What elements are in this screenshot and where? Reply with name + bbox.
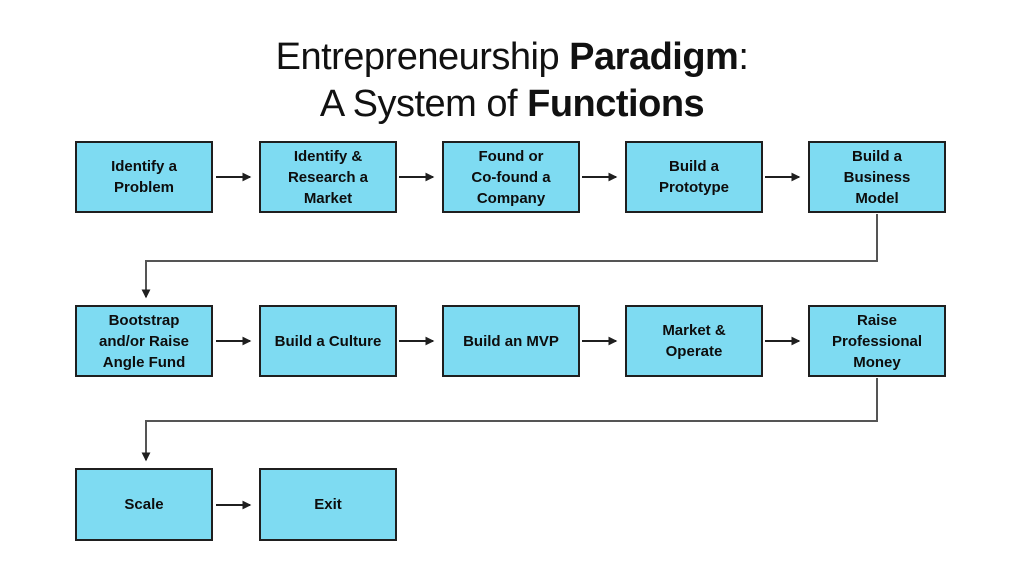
title-line1: Entrepreneurship Paradigm: [0, 34, 1024, 81]
flow-box-build-prototype: Build a Prototype [625, 141, 763, 213]
flow-box-bootstrap-fund: Bootstrap and/or Raise Angle Fund [75, 305, 213, 377]
elbow-row2-to-row3 [141, 378, 878, 462]
title-line1-bold: Paradigm [569, 36, 739, 78]
flow-box-business-model: Build a Business Model [808, 141, 946, 213]
flow-box-market-operate: Market & Operate [625, 305, 763, 377]
flow-box-found-company: Found or Co-found a Company [442, 141, 580, 213]
slide-title: Entrepreneurship Paradigm: A System of F… [0, 34, 1024, 128]
flow-box-scale: Scale [75, 468, 213, 541]
flow-box-raise-money: Raise Professional Money [808, 305, 946, 377]
flow-box-build-mvp: Build an MVP [442, 305, 580, 377]
title-line1-colon: : [738, 36, 749, 78]
title-line2-bold: Functions [527, 83, 705, 125]
title-line2-regular: A System of [319, 83, 528, 125]
flow-box-research-market: Identify & Research a Market [259, 141, 397, 213]
flow-box-exit: Exit [259, 468, 397, 541]
title-line2: A System of Functions [0, 81, 1024, 128]
title-line1-regular: Entrepreneurship [275, 36, 570, 78]
elbow-row1-to-row2 [141, 214, 878, 299]
flow-box-build-culture: Build a Culture [259, 305, 397, 377]
flow-box-identify-problem: Identify a Problem [75, 141, 213, 213]
